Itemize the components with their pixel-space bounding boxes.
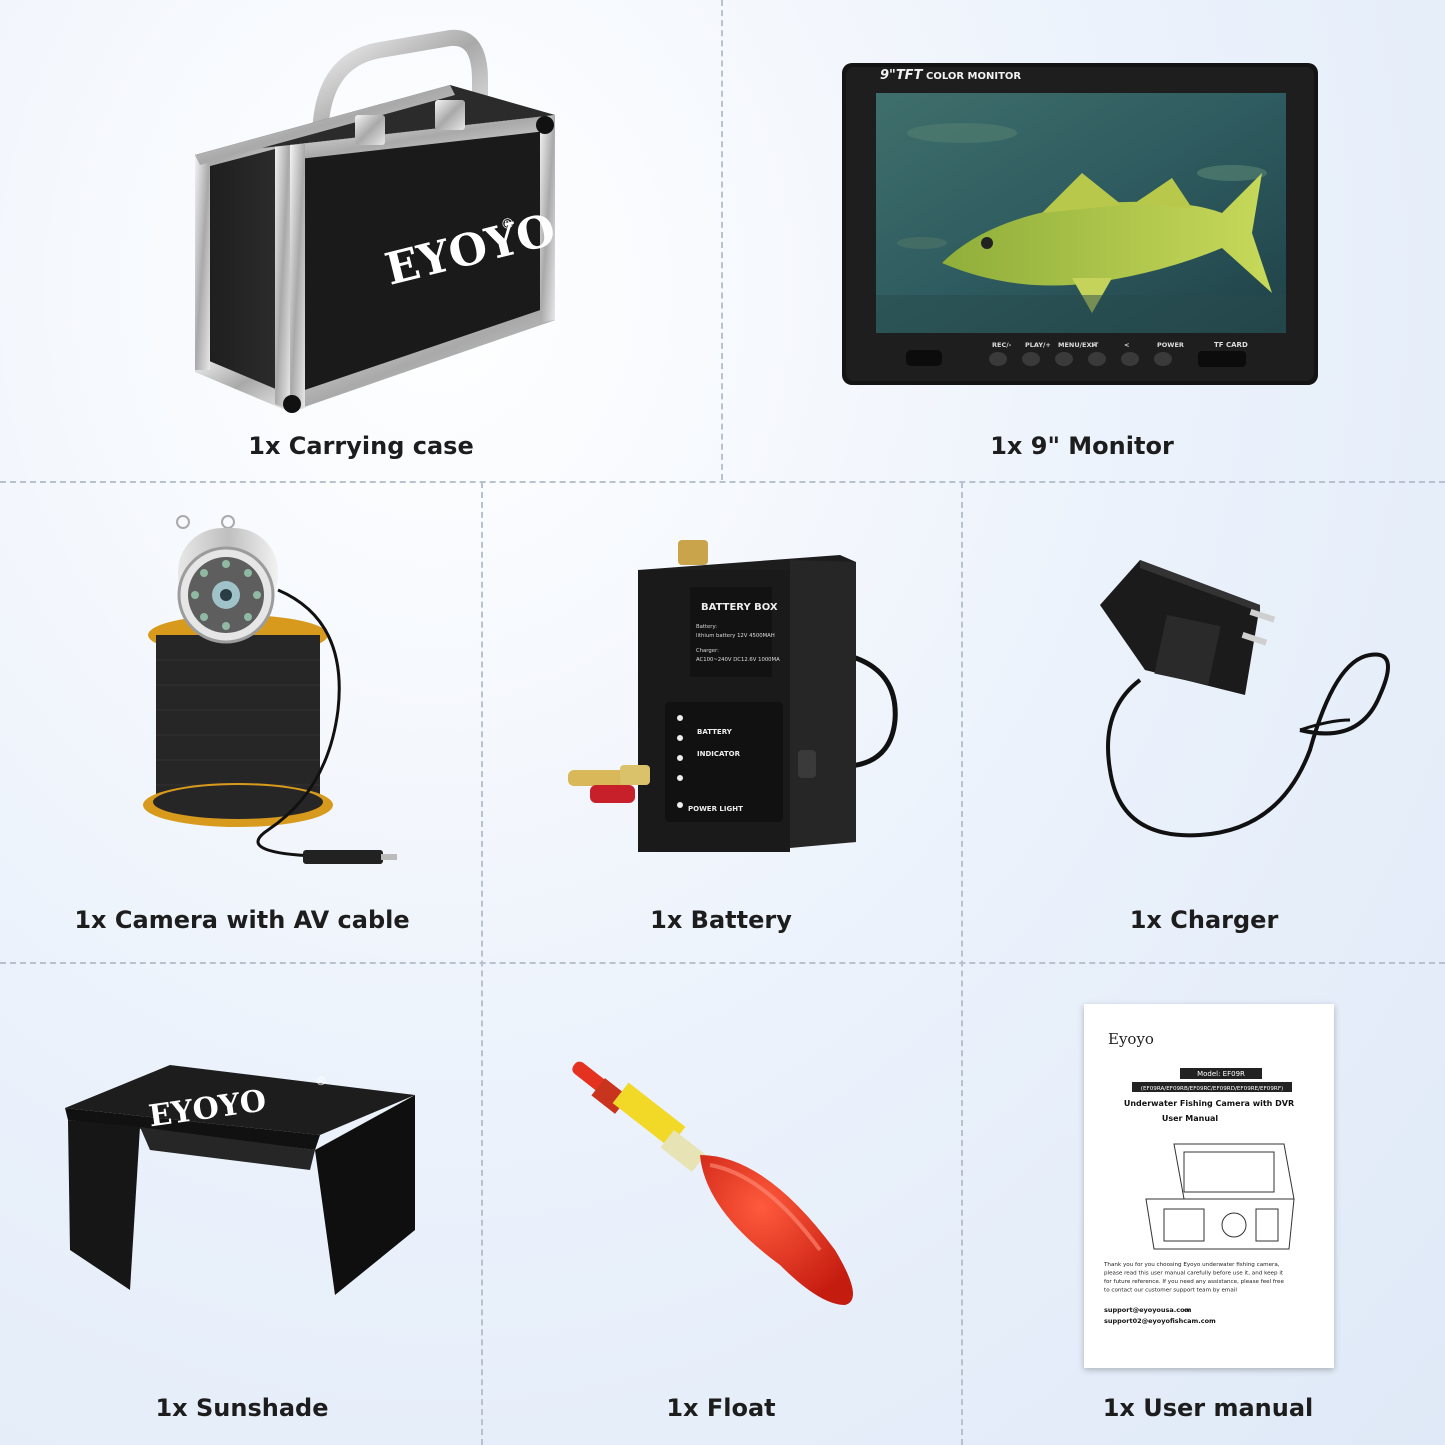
caption-carrying-case: 1x Carrying case [248, 432, 474, 460]
svg-text:POWER LIGHT: POWER LIGHT [688, 805, 743, 813]
svg-text:(EF09RA/EF09RB/EF09RC/EF09RD/E: (EF09RA/EF09RB/EF09RC/EF09RD/EF09RE/EF09… [1141, 1086, 1283, 1092]
battery-box-image: BATTERY BOX Battery: lithium battery 12V … [560, 530, 905, 860]
monitor-button [989, 352, 1007, 366]
monitor-image: 9"TFT COLOR MONITOR REC/- PLAY/+ MENU/EXIT… [842, 63, 1320, 387]
monitor-button [1121, 352, 1139, 366]
caption-user-manual: 1x User manual [1102, 1394, 1314, 1422]
user-manual-image: Eyoyo Model: EF09R (EF09RA/EF09RB/EF09RC… [1084, 1004, 1334, 1368]
camera-reel-image [138, 510, 408, 880]
manual-body-line: to contact our customer support team by … [1104, 1288, 1237, 1294]
divider-row-1 [0, 481, 1445, 483]
caption-camera: 1x Camera with AV cable [74, 906, 410, 934]
svg-text:support02@eyoyofishcam.com: support02@eyoyofishcam.com [1104, 1317, 1216, 1325]
monitor-button [1055, 352, 1073, 366]
svg-text:®: ® [499, 215, 516, 234]
svg-text:Eyoyo: Eyoyo [1108, 1030, 1154, 1048]
manual-body-line: for future reference. If you need any as… [1104, 1279, 1285, 1285]
caption-battery: 1x Battery [650, 906, 792, 934]
carrying-case-image: EYOYO ® [180, 20, 570, 420]
divider-top [721, 0, 723, 480]
sunshade-image: EYOYO ® [60, 1060, 420, 1300]
battery-spec-line: lithium battery 12V 4500MAH [696, 633, 775, 639]
svg-text:9"TFT: 9"TFT [880, 68, 924, 83]
svg-text:User Manual: User Manual [1162, 1114, 1219, 1123]
monitor-button-label: PLAY/+ [1025, 341, 1051, 349]
manual-body-line: please read this user manual carefully b… [1104, 1271, 1284, 1277]
svg-text:support@eyoyousa.com: support@eyoyousa.com [1104, 1306, 1192, 1314]
monitor-button [1022, 352, 1040, 366]
monitor-button-label: > [1091, 341, 1096, 349]
svg-text:Model: EF09R: Model: EF09R [1197, 1070, 1245, 1078]
caption-float: 1x Float [666, 1394, 776, 1422]
monitor-button-label: POWER [1157, 341, 1184, 349]
svg-text:INDICATOR: INDICATOR [697, 750, 741, 758]
divider-row-2 [0, 962, 1445, 964]
monitor-button-label: MENU/EXIT [1058, 341, 1099, 349]
svg-text:®: ® [315, 1074, 327, 1088]
monitor-button-label: REC/- [992, 341, 1012, 349]
caption-monitor: 1x 9" Monitor [990, 432, 1174, 460]
monitor-button-label: < [1124, 341, 1129, 349]
svg-text:TF CARD: TF CARD [1214, 341, 1248, 349]
caption-sunshade: 1x Sunshade [155, 1394, 329, 1422]
battery-spec-line: AC100~240V DC12.6V 1000MA [696, 657, 780, 663]
charger-image [1080, 550, 1410, 850]
svg-text:COLOR MONITOR: COLOR MONITOR [926, 71, 1021, 82]
float-image [565, 1060, 885, 1310]
battery-spec-line: Charger: [696, 648, 719, 654]
caption-charger: 1x Charger [1129, 906, 1279, 934]
monitor-button [1088, 352, 1106, 366]
svg-text:BATTERY BOX: BATTERY BOX [701, 602, 778, 613]
battery-spec-line: Battery: [696, 624, 717, 630]
svg-text:BATTERY: BATTERY [697, 728, 733, 736]
svg-text:or: or [1184, 1306, 1191, 1314]
manual-body-line: Thank you for you choosing Eyoyo underwa… [1103, 1262, 1280, 1268]
svg-text:Underwater Fishing Camera with: Underwater Fishing Camera with DVR [1124, 1099, 1294, 1108]
monitor-button [1154, 352, 1172, 366]
